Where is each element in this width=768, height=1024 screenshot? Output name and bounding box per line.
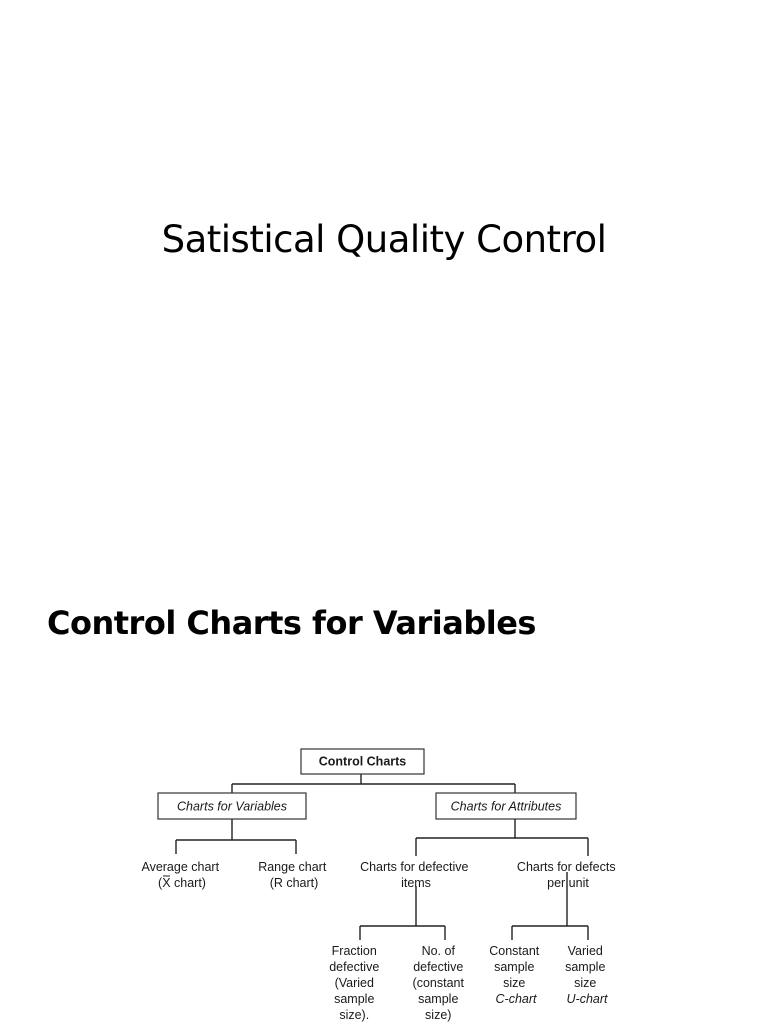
slide-title: Satistical Quality Control [161, 218, 607, 261]
node-label-line: Varied [568, 944, 603, 958]
node-box [300, 748, 425, 775]
node-label-line: size). [339, 1008, 369, 1022]
node-label-line: Fraction [332, 944, 377, 958]
slide-control-charts: Control Charts for Variables [0, 512, 768, 1024]
node-label-line: (constant [413, 976, 465, 990]
node-label-line: U-chart [567, 992, 609, 1006]
node-label-line: Constant [489, 944, 540, 958]
node-label-line: defective [329, 960, 379, 974]
tree-connectors [175, 774, 589, 940]
node-label-line: sample [334, 992, 374, 1006]
node-label-line: size [574, 976, 596, 990]
node-label-line: No. of [422, 944, 456, 958]
node-control-charts: Control Charts [300, 748, 425, 775]
node-label: Charts for Attributes [451, 800, 562, 814]
node-label-line: size) [425, 1008, 451, 1022]
node-label: Control Charts [319, 755, 407, 769]
node-varied-sample-size: Varied sample size U-chart [565, 944, 609, 1006]
node-label-line: (X chart) [158, 876, 206, 890]
node-charts-for-defective-items: Charts for defective items [360, 860, 472, 890]
node-range-chart: Range chart (R chart) [258, 860, 330, 890]
node-label-line: items [401, 876, 431, 890]
node-label: Charts for Variables [177, 800, 287, 814]
node-label-line: Range chart [258, 860, 327, 874]
node-no-of-defective: No. of defective (constant sample size) … [413, 944, 468, 1024]
node-label-line: sample [494, 960, 534, 974]
node-fraction-defective: Fraction defective (Varied sample size).… [329, 944, 383, 1024]
node-charts-for-attributes: Charts for Attributes [435, 792, 577, 820]
node-label-line: sample [565, 960, 605, 974]
node-label-line: (Varied [335, 976, 374, 990]
slide-heading: Control Charts for Variables [47, 604, 536, 642]
node-label-line: size [503, 976, 525, 990]
presentation-title: Satistical Quality Control [161, 218, 607, 261]
node-label-line: sample [418, 992, 458, 1006]
node-average-chart: Average chart (X chart) [141, 860, 222, 890]
node-label-line: (R chart) [270, 876, 319, 890]
node-charts-for-variables: Charts for Variables [157, 792, 307, 820]
node-box [435, 792, 577, 820]
node-constant-sample-size: Constant sample size C-chart [489, 944, 543, 1006]
node-label-line: C-chart [496, 992, 538, 1006]
node-charts-for-defects-per-unit: Charts for defects per unit [517, 860, 619, 890]
node-label-line: defective [413, 960, 463, 974]
node-label-line: Charts for defects [517, 860, 616, 874]
node-label-line: Charts for defective [360, 860, 468, 874]
control-charts-tree-diagram: Control Charts Charts for Variables Char… [141, 748, 619, 1024]
node-label-line: Average chart [141, 860, 219, 874]
node-label-line: per unit [547, 876, 589, 890]
node-box [157, 792, 307, 820]
